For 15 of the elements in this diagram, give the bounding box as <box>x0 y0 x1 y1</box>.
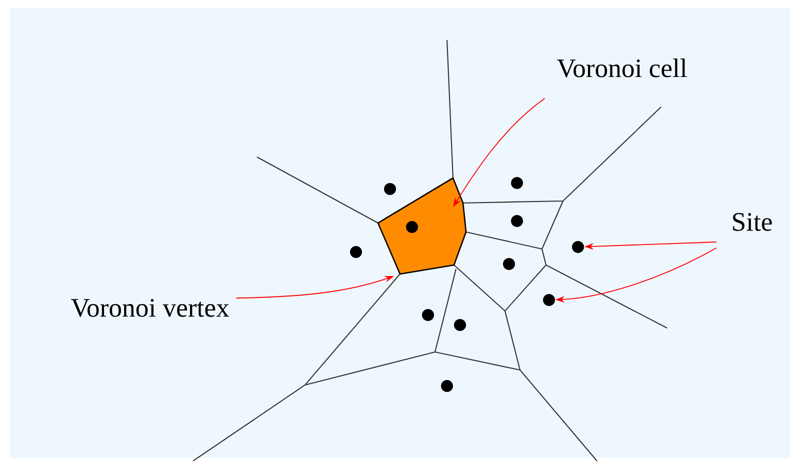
voronoi-cell <box>377 177 467 275</box>
site-dot <box>454 319 466 331</box>
label-text: Voronoi cell <box>557 58 687 78</box>
label-text: Site <box>733 213 772 231</box>
site-dot <box>543 294 555 306</box>
site-dot <box>511 215 523 227</box>
site-dot <box>422 309 434 321</box>
site-dot <box>503 258 515 270</box>
site-dot <box>511 177 523 189</box>
site-dot <box>384 183 396 195</box>
site-dot <box>441 380 453 392</box>
site-dot <box>350 246 362 258</box>
site-dot <box>572 241 584 253</box>
site-dot <box>406 221 418 233</box>
label-text: Voronoi vertex <box>70 298 230 318</box>
